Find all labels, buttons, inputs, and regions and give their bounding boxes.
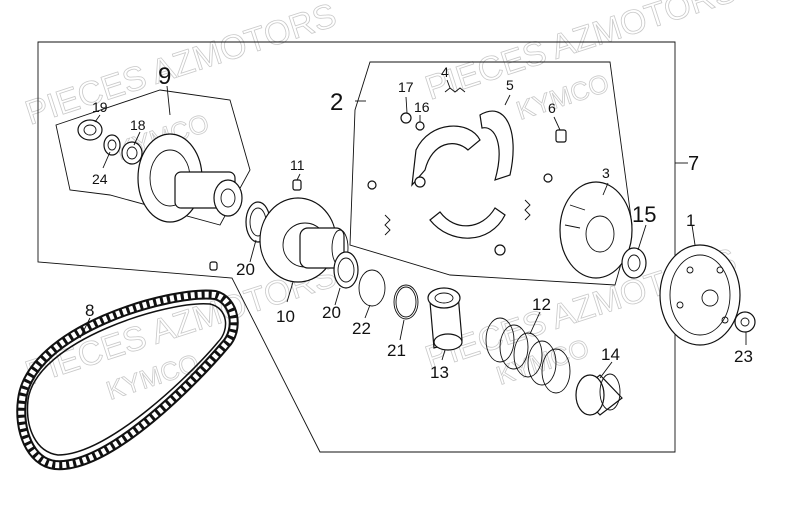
part-label-7: 7 [688, 153, 699, 175]
group-outline-2 [349, 61, 633, 286]
part-label-20a: 20 [236, 260, 255, 279]
part-label-6: 6 [548, 100, 556, 116]
part-label-20b: 20 [322, 303, 341, 322]
part-label-17: 17 [398, 79, 414, 95]
group-outline-7 [37, 41, 688, 453]
part-label-9: 9 [158, 63, 171, 90]
part-label-24: 24 [92, 171, 108, 187]
part-label-3: 3 [602, 165, 610, 181]
pin [555, 129, 567, 143]
spring-seat [575, 373, 623, 416]
part-label-1: 1 [686, 211, 695, 230]
part-label-19: 19 [92, 99, 108, 115]
clutch-outer [659, 244, 741, 346]
part-label-12: 12 [532, 295, 551, 314]
part-label-10: 10 [276, 307, 295, 326]
seal-ring [358, 269, 386, 307]
lock-nut [734, 311, 756, 333]
washer [415, 121, 425, 131]
guide-pin [292, 179, 302, 191]
part-labels: 1 2 3 4 5 6 7 8 9 10 11 12 13 14 15 16 1… [85, 63, 753, 382]
oil-seal [103, 134, 121, 156]
washer [543, 173, 553, 183]
leader-lines [79, 79, 747, 379]
part-label-15: 15 [632, 202, 656, 227]
collar [427, 287, 463, 351]
guide-pin [209, 261, 218, 271]
part-label-21: 21 [387, 341, 406, 360]
washer [367, 180, 377, 190]
o-ring [333, 251, 359, 289]
shoe-spring [384, 87, 531, 236]
part-label-13: 13 [430, 363, 449, 382]
part-label-16: 16 [414, 99, 430, 115]
part-label-22: 22 [352, 319, 371, 338]
clutch-spring [485, 317, 571, 394]
part-label-23: 23 [734, 347, 753, 366]
nut [621, 247, 647, 279]
part-label-5: 5 [506, 77, 514, 93]
drive-plate [259, 197, 349, 283]
washer [400, 112, 412, 124]
drive-belt [16, 289, 239, 471]
watermark-text: PIECES AZMOTORS [21, 0, 341, 133]
part-label-11: 11 [290, 157, 305, 173]
needle-bearing [77, 119, 103, 141]
o-ring-small [393, 284, 419, 320]
ball-bearing [121, 141, 143, 165]
clutch-shoe-assembly [411, 110, 514, 256]
part-label-14: 14 [601, 345, 620, 364]
clutch-carrier-plate [559, 181, 633, 279]
part-label-8: 8 [85, 301, 94, 320]
part-label-4: 4 [441, 64, 449, 80]
part-label-2: 2 [330, 89, 343, 116]
movable-drive-face [137, 133, 243, 223]
part-label-18: 18 [130, 117, 146, 133]
